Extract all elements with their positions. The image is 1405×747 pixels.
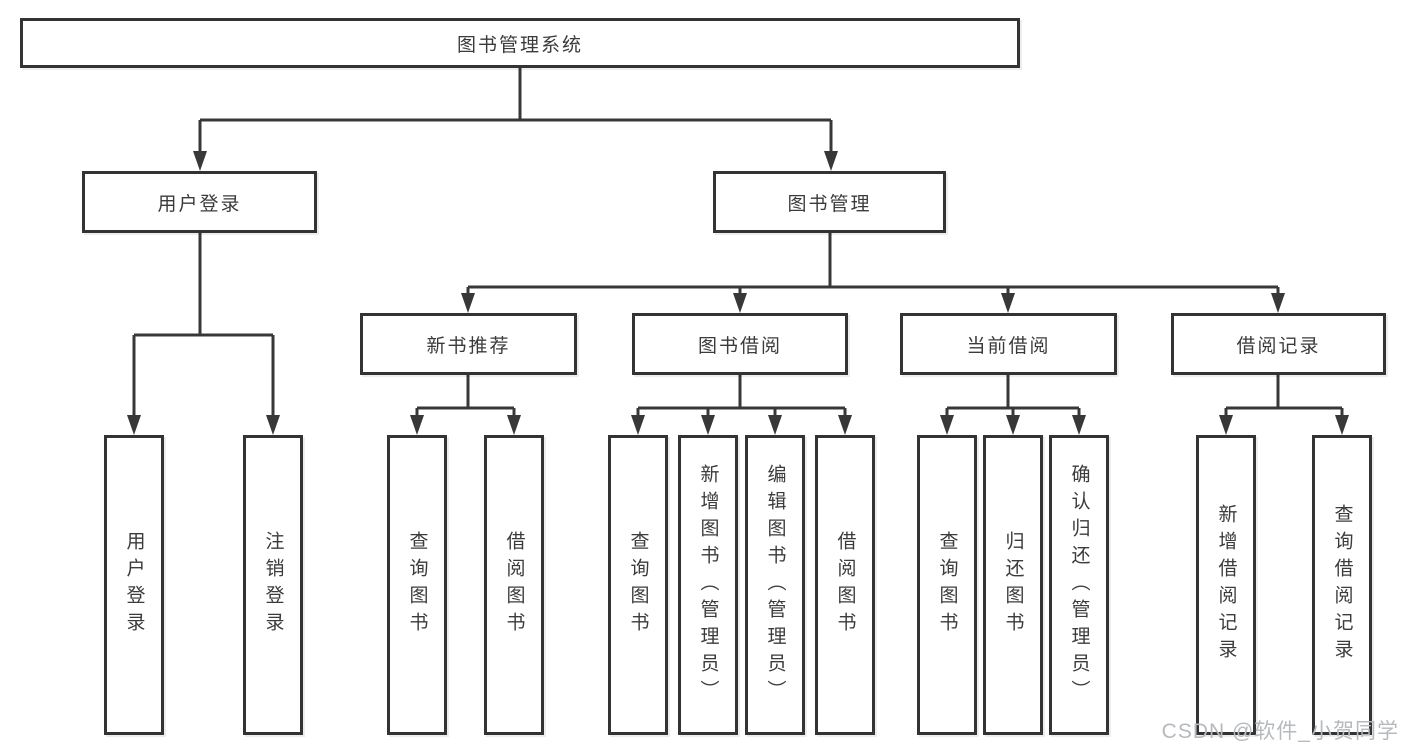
node-bb-query-book: 查询图书 (608, 435, 668, 735)
node-current-borrowing: 当前借阅 (900, 313, 1117, 375)
node-logout: 注销登录 (243, 435, 303, 735)
node-label: 借阅图书 (503, 531, 525, 639)
node-label: 用户登录 (123, 531, 145, 639)
arrow-down-icon (1072, 415, 1086, 435)
arrow-down-icon (768, 415, 782, 435)
node-borrowing-records: 借阅记录 (1171, 313, 1386, 375)
arrow-down-icon (940, 415, 954, 435)
arrow-down-icon (507, 415, 521, 435)
watermark: CSDN @软件_小贺同学 (1161, 720, 1399, 743)
arrow-down-icon (410, 415, 424, 435)
node-label: 归还图书 (1002, 531, 1024, 639)
arrow-down-icon (733, 293, 747, 313)
node-bb-add-book-admin: 新增图书（管理员） (678, 435, 738, 735)
node-library-management-system: 图书管理系统 (20, 18, 1020, 68)
node-new-book-recommend: 新书推荐 (360, 313, 577, 375)
arrow-down-icon (193, 151, 207, 171)
node-br-add-record: 新增借阅记录 (1196, 435, 1256, 735)
node-nb-query-book: 查询图书 (387, 435, 447, 735)
node-cb-return-book: 归还图书 (983, 435, 1043, 735)
node-label: 编辑图书（管理员） (764, 463, 786, 707)
node-book-management: 图书管理 (713, 171, 946, 233)
arrow-down-icon (1001, 293, 1015, 313)
node-label: 查询图书 (627, 531, 649, 639)
arrow-down-icon (838, 415, 852, 435)
arrow-down-icon (1335, 415, 1349, 435)
node-cb-query-book: 查询图书 (917, 435, 977, 735)
arrow-down-icon (824, 151, 838, 171)
node-label: 查询借阅记录 (1331, 504, 1353, 666)
node-book-borrowing: 图书借阅 (632, 313, 848, 375)
arrow-down-icon (701, 415, 715, 435)
node-label: 查询图书 (936, 531, 958, 639)
node-label: 新增借阅记录 (1215, 504, 1237, 666)
node-label: 注销登录 (262, 531, 284, 639)
arrow-down-icon (1006, 415, 1020, 435)
arrow-down-icon (1219, 415, 1233, 435)
arrow-down-icon (631, 415, 645, 435)
node-bb-borrow-book: 借阅图书 (815, 435, 875, 735)
arrow-down-icon (266, 415, 280, 435)
node-user-login-branch: 用户登录 (82, 171, 317, 233)
arrow-down-icon (1271, 293, 1285, 313)
node-label: 新增图书（管理员） (697, 463, 719, 707)
node-user-login: 用户登录 (104, 435, 164, 735)
arrow-down-icon (461, 293, 475, 313)
node-label: 确认归还（管理员） (1068, 463, 1090, 707)
arrow-down-icon (127, 415, 141, 435)
node-br-query-record: 查询借阅记录 (1312, 435, 1372, 735)
node-bb-edit-book-admin: 编辑图书（管理员） (745, 435, 805, 735)
node-label: 借阅图书 (834, 531, 856, 639)
node-cb-confirm-return-admin: 确认归还（管理员） (1049, 435, 1109, 735)
node-label: 查询图书 (406, 531, 428, 639)
node-nb-borrow-book: 借阅图书 (484, 435, 544, 735)
